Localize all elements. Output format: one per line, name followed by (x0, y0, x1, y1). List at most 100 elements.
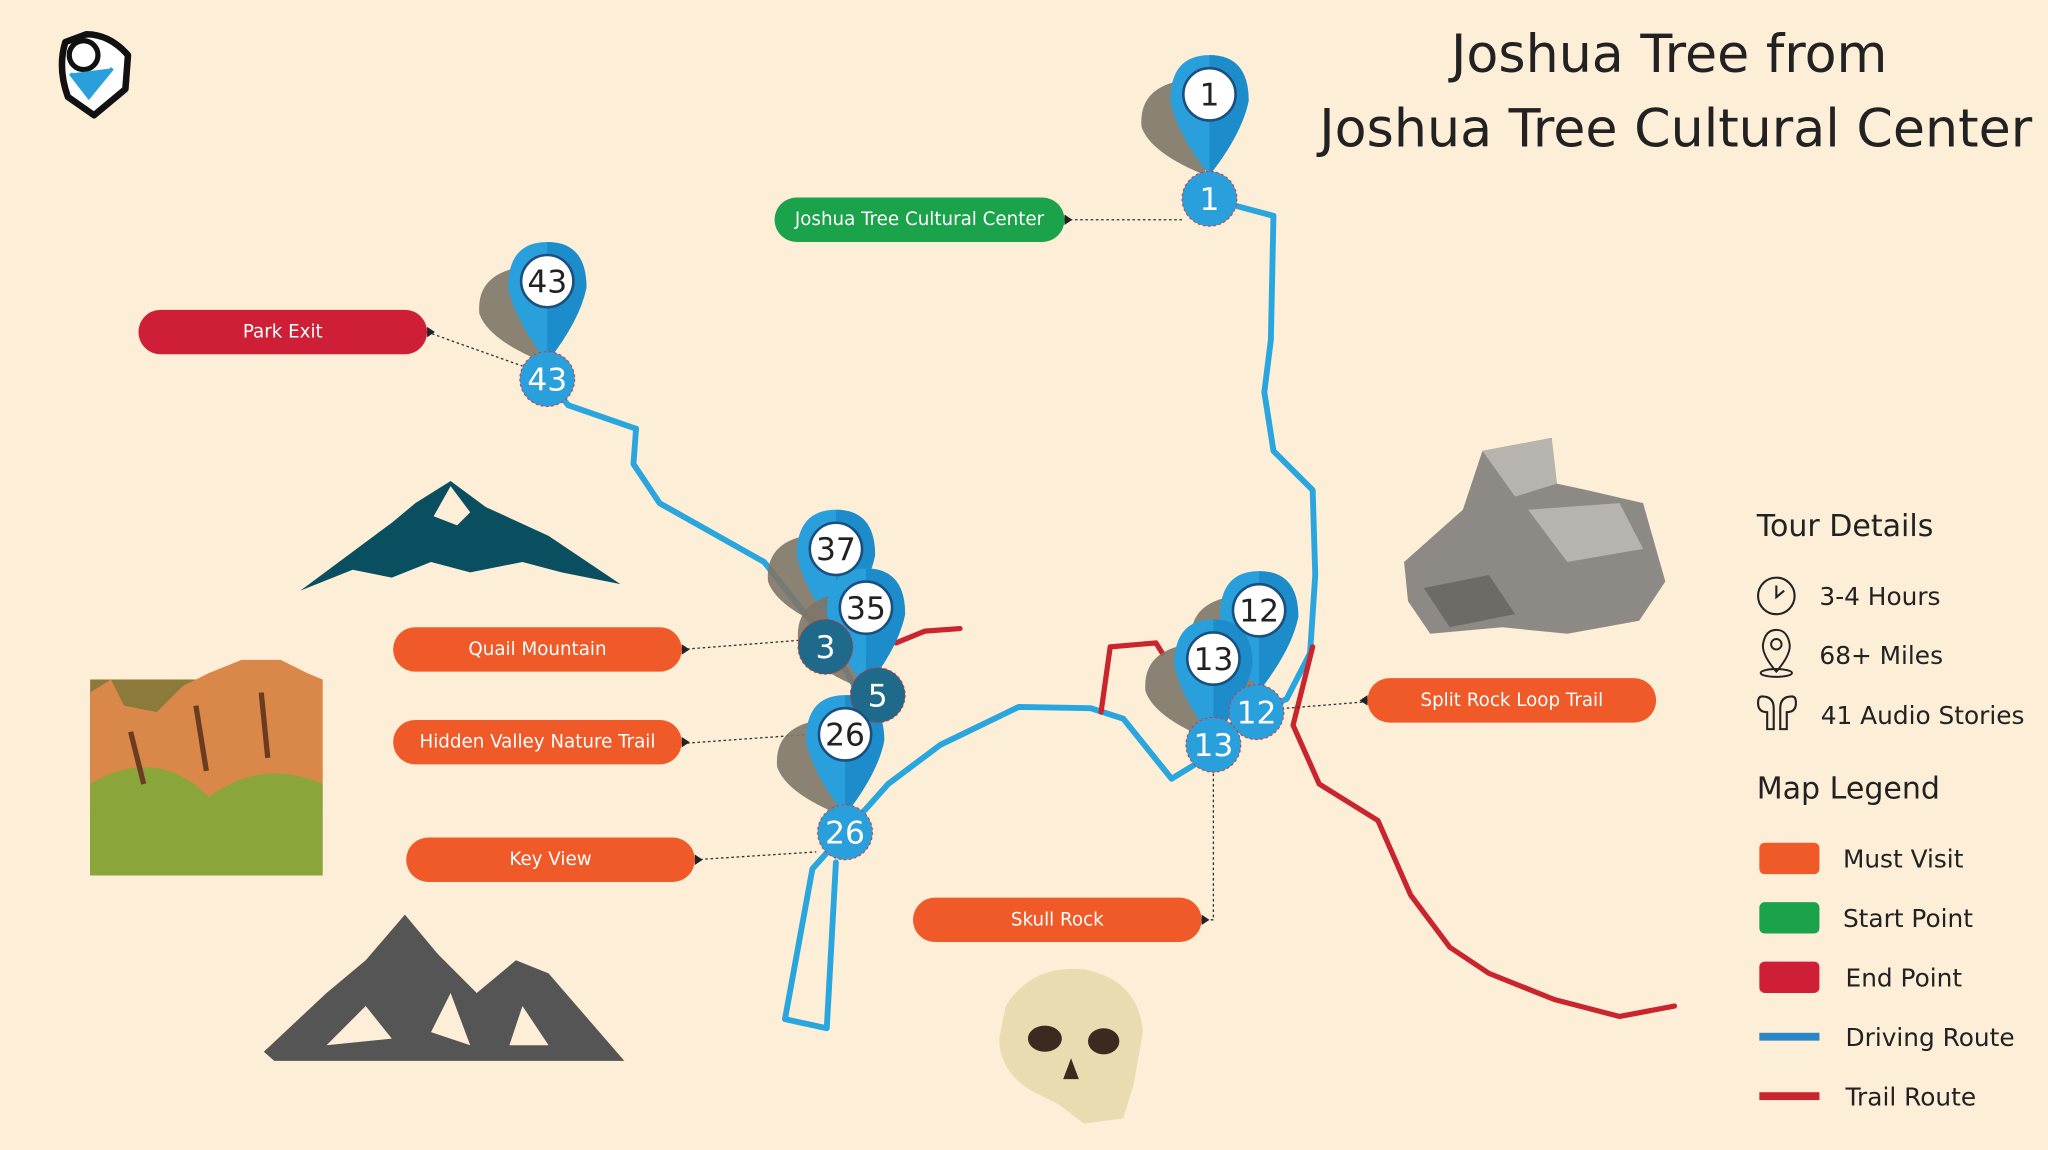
map-pin-37-head[interactable]: 37 (808, 521, 864, 577)
stop-label-skull-rock[interactable]: Skull Rock (912, 897, 1210, 943)
stop-label-hidden-valley-nature-trail[interactable]: Hidden Valley Nature Trail (393, 719, 690, 765)
pin-number-circle (1182, 66, 1237, 122)
driving-route-middle (842, 703, 1199, 836)
pin-number: 26 (825, 718, 865, 754)
pin-number-circle (838, 580, 894, 636)
clock-icon (1756, 576, 1796, 616)
map-pin-35-base[interactable]: 5 (849, 667, 906, 724)
legend-item-trail-route: Trail Route (1759, 1082, 1976, 1111)
map-pin-26-head[interactable]: 26 (817, 706, 873, 762)
map-pin-43-head[interactable]: 43 (519, 253, 575, 309)
earbuds-icon (1756, 695, 1797, 731)
pointer-arrow-icon (694, 854, 703, 865)
pin-base-number: 13 (1193, 728, 1233, 764)
tour-details-heading: Tour Details (1756, 509, 1934, 544)
stop-label-text: Split Rock Loop Trail (1420, 690, 1603, 711)
map-pin-13-base[interactable]: 13 (1185, 716, 1242, 773)
pin-base-number: 26 (825, 816, 865, 852)
pin-number: 12 (1239, 594, 1279, 630)
trail-route-skull-rock (1098, 640, 1166, 715)
skull-illustration (999, 968, 1143, 1124)
boulders-illustration (1404, 437, 1666, 634)
pin-base (817, 804, 874, 861)
map-pin-12-head[interactable]: 12 (1231, 582, 1287, 638)
stop-label-pill (1367, 678, 1657, 723)
stop-label-pill (393, 627, 682, 672)
teal-mountain-illustration (300, 480, 621, 591)
pointer-arrow-icon (681, 644, 690, 655)
legend-label: Must Visit (1843, 845, 1964, 874)
pin-base (519, 351, 576, 408)
pin-number: 43 (527, 264, 567, 300)
stop-label-quail-mountain[interactable]: Quail Mountain (393, 627, 690, 672)
pointer-arrow-icon (1064, 214, 1073, 225)
pin-number-circle (1185, 631, 1241, 687)
driving-route-north (1206, 195, 1319, 716)
title-line-1: Joshua Tree from (1448, 25, 1887, 85)
map-pin-12-base[interactable]: 12 (1228, 684, 1285, 741)
stop-label-text: Joshua Tree Cultural Center (794, 209, 1045, 230)
app-logo (58, 30, 132, 119)
pin-number: 35 (846, 591, 886, 627)
legend-item-start-point: Start Point (1759, 902, 1973, 934)
pin-number: 1 (1200, 78, 1220, 114)
legend-label: Driving Route (1846, 1023, 2015, 1052)
stop-label-split-rock-loop-trail[interactable]: Split Rock Loop Trail (1359, 678, 1657, 723)
map-pin-1-head[interactable]: 1 (1182, 66, 1237, 122)
stop-label-pill (138, 309, 428, 355)
pin-number-circle (1231, 582, 1287, 638)
stop-label-park-exit[interactable]: Park Exit (138, 309, 435, 355)
stop-label-pill (774, 197, 1065, 242)
stop-label-text: Quail Mountain (468, 639, 606, 660)
legend-swatch (1759, 961, 1820, 993)
pin-number: 37 (816, 532, 856, 568)
stop-label-text: Hidden Valley Nature Trail (419, 732, 655, 753)
stop-label-text: Skull Rock (1011, 909, 1104, 930)
stop-label-joshua-tree-cultural-center[interactable]: Joshua Tree Cultural Center (774, 197, 1073, 242)
stop-label-pill (406, 837, 695, 882)
stop-label-key-view[interactable]: Key View (406, 837, 703, 882)
map-pin-13-head[interactable]: 13 (1185, 631, 1241, 687)
pin-number-circle (519, 253, 575, 309)
stop-label-text: Key View (509, 849, 591, 870)
driving-route-keyview (782, 829, 848, 1032)
map-pin-35-head[interactable]: 35 (838, 580, 894, 636)
pin-base (1181, 170, 1238, 227)
pointer-arrow-icon (681, 736, 690, 748)
legend-label: Start Point (1843, 904, 1973, 933)
legend-label: End Point (1846, 963, 1963, 992)
map-pin-37-base[interactable]: 3 (797, 618, 854, 675)
legend-swatch (1759, 842, 1820, 875)
trail-route-split-rock (1290, 644, 1678, 1020)
legend-item-must-visit: Must Visit (1759, 842, 1964, 875)
map-pin-1-base[interactable]: 1 (1181, 170, 1238, 227)
stop-label-text: Park Exit (243, 322, 323, 343)
pin-base-number: 43 (527, 362, 567, 398)
map-pin-26-base[interactable]: 26 (817, 804, 874, 861)
pin-base (1185, 716, 1242, 773)
pin-base-number: 3 (816, 630, 836, 666)
legend-label: Trail Route (1845, 1082, 1977, 1111)
gray-mountain-illustration (263, 914, 625, 1061)
pin-number-circle (817, 706, 873, 762)
pin-number-circle (808, 521, 864, 577)
pointer-arrow-icon (1201, 914, 1210, 926)
pin-base-number: 12 (1237, 695, 1277, 731)
map-pin-43-base[interactable]: 43 (519, 351, 576, 408)
pointer-arrow-icon (1359, 695, 1368, 706)
location-pin-icon (1759, 628, 1793, 678)
legend-swatch (1759, 902, 1820, 934)
pin-base (1228, 684, 1285, 741)
stop-label-pill (393, 719, 682, 765)
pin-number: 13 (1193, 642, 1233, 678)
trail-route-hidden-valley (893, 625, 963, 646)
stop-label-pill (912, 897, 1202, 943)
legend-line-swatch (1759, 1092, 1820, 1101)
tour-distance: 68+ Miles (1819, 641, 1943, 670)
tour-audio-stories: 41 Audio Stories (1821, 701, 2025, 730)
pin-base (797, 618, 854, 675)
legend-item-end-point: End Point (1759, 961, 1963, 993)
pin-base-number: 5 (868, 678, 888, 714)
title-line-2: Joshua Tree Cultural Center (1316, 100, 2032, 160)
